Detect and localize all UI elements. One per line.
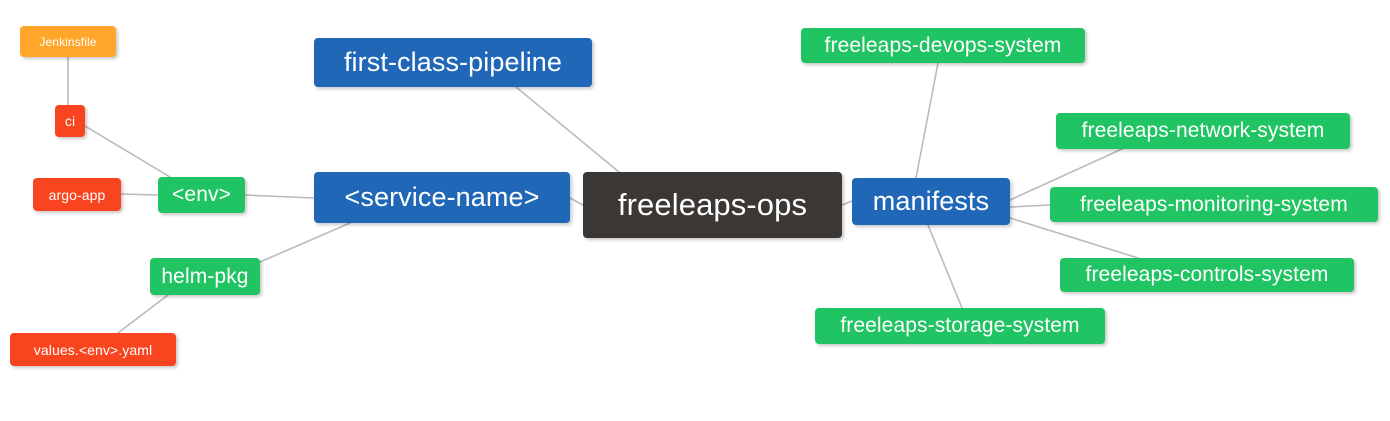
node-ci[interactable]: ci — [55, 105, 85, 137]
node-helm-pkg[interactable]: helm-pkg — [150, 258, 260, 295]
edge-freeleaps-ops-to-service-name — [569, 197, 584, 206]
edge-env-to-ci — [84, 125, 171, 178]
node-values-env-yaml[interactable]: values.<env>.yaml — [10, 333, 176, 366]
edge-freeleaps-ops-to-first-class-pipeline — [515, 86, 620, 173]
edge-service-name-to-env — [244, 194, 315, 199]
node-freeleaps-network-system[interactable]: freeleaps-network-system — [1056, 113, 1350, 149]
node-freeleaps-controls-system[interactable]: freeleaps-controls-system — [1060, 258, 1354, 292]
node-freeleaps-monitoring-system[interactable]: freeleaps-monitoring-system — [1050, 187, 1378, 222]
node-jenkinsfile[interactable]: Jenkinsfile — [20, 26, 116, 57]
edge-helm-pkg-to-values-env-yaml — [117, 294, 169, 334]
node-freeleaps-ops[interactable]: freeleaps-ops — [583, 172, 842, 238]
node-service-name[interactable]: <service-name> — [314, 172, 570, 223]
edge-service-name-to-helm-pkg — [259, 222, 351, 263]
edge-manifests-to-freeleaps-storage-system — [927, 224, 963, 309]
node-first-class-pipeline[interactable]: first-class-pipeline — [314, 38, 592, 87]
edge-manifests-to-freeleaps-controls-system — [1009, 217, 1139, 259]
edge-manifests-to-freeleaps-devops-system — [915, 62, 939, 179]
node-freeleaps-devops-system[interactable]: freeleaps-devops-system — [801, 28, 1085, 63]
edge-manifests-to-freeleaps-monitoring-system — [1009, 204, 1051, 208]
node-manifests[interactable]: manifests — [852, 178, 1010, 225]
edge-freeleaps-ops-to-manifests — [841, 200, 853, 206]
node-freeleaps-storage-system[interactable]: freeleaps-storage-system — [815, 308, 1105, 344]
node-argo-app[interactable]: argo-app — [33, 178, 121, 211]
edge-env-to-argo-app — [120, 193, 159, 196]
node-env[interactable]: <env> — [158, 177, 245, 213]
